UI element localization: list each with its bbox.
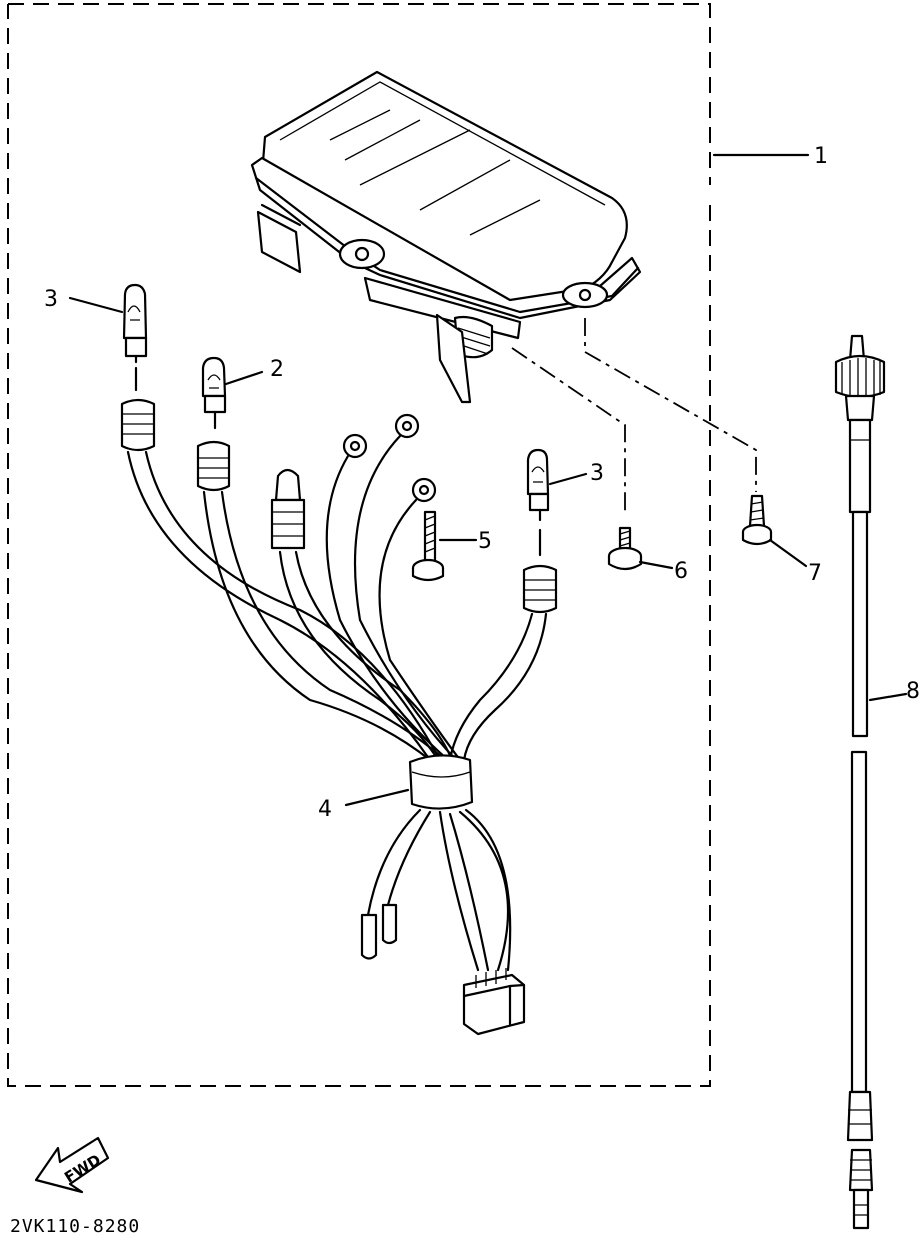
bulb-right: [526, 448, 550, 557]
meter-unit: [250, 70, 642, 404]
forward-arrow-icon: FWD: [34, 1136, 110, 1194]
callout-4: 4: [318, 797, 332, 822]
wire-harness: [120, 398, 558, 1036]
bulb-left: [122, 283, 148, 392]
callout-5: 5: [478, 529, 492, 554]
callout-2: 2: [270, 357, 284, 382]
callout-3-right: 3: [590, 461, 604, 486]
screw-6: [607, 526, 643, 571]
part-code: 2VK110-8280: [10, 1216, 140, 1237]
callout-7: 7: [808, 561, 822, 586]
leader-screw-6: [511, 347, 626, 512]
callout-3-left: 3: [44, 287, 58, 312]
callout-8: 8: [906, 679, 920, 704]
screw-5: [411, 510, 445, 582]
leader-screw-7: [584, 318, 757, 492]
speedometer-cable: [834, 334, 886, 1230]
screw-7: [741, 494, 773, 546]
assembly-boundary: [7, 3, 711, 1087]
callout-1: 1: [814, 144, 828, 169]
callout-6: 6: [674, 559, 688, 584]
bulb-2: [201, 356, 227, 430]
